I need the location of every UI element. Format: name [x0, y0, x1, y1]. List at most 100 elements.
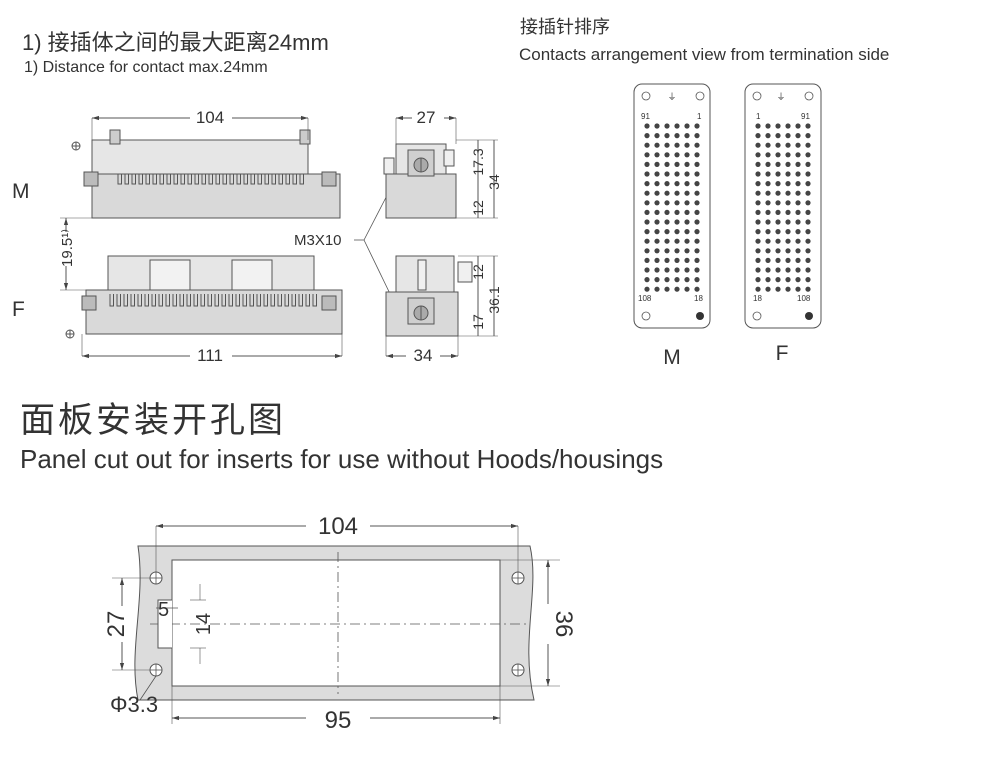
contact-pin	[755, 190, 761, 196]
contact-pin	[664, 123, 670, 129]
contact-pin	[654, 161, 660, 167]
contact-pin	[775, 209, 781, 215]
contact-pin	[684, 209, 690, 215]
contact-pin	[684, 248, 690, 254]
contact-pin	[644, 286, 650, 292]
contact-pin	[684, 200, 690, 206]
contact-pin	[755, 209, 761, 215]
contact-pin	[775, 267, 781, 273]
contact-pin	[795, 219, 801, 225]
contact-pin	[674, 257, 680, 263]
contact-pin	[664, 161, 670, 167]
contact-pin	[664, 257, 670, 263]
contact-pin	[805, 161, 811, 167]
contact-pin	[664, 142, 670, 148]
contact-pin	[755, 181, 761, 187]
contact-pin	[765, 277, 771, 283]
contact-pin	[765, 161, 771, 167]
contact-pin	[775, 219, 781, 225]
contact-pin	[674, 277, 680, 283]
contact-pin	[765, 209, 771, 215]
contact-pin	[775, 142, 781, 148]
contact-pin	[654, 181, 660, 187]
end-dim-f-total: 36.1	[486, 286, 502, 313]
contact-pin	[644, 133, 650, 139]
female-end-view	[385, 255, 473, 337]
contact-pin	[795, 257, 801, 263]
contact-pin	[644, 209, 650, 215]
contact-pin	[654, 200, 660, 206]
contact-pin	[694, 152, 700, 158]
contact-pin	[765, 229, 771, 235]
contact-pin	[795, 238, 801, 244]
contact-pin	[755, 219, 761, 225]
contact-pin	[674, 171, 680, 177]
contact-pin	[795, 181, 801, 187]
contact-pin	[785, 257, 791, 263]
male-pin-top-left: 91	[641, 112, 650, 121]
contact-pin	[674, 152, 680, 158]
contact-pin	[684, 219, 690, 225]
contact-pin	[785, 277, 791, 283]
contact-pin	[775, 238, 781, 244]
contact-pin	[755, 238, 761, 244]
contact-pin	[785, 133, 791, 139]
contact-pin	[664, 219, 670, 225]
arrangement-title-en: Contacts arrangement view from terminati…	[519, 45, 890, 64]
contact-pin	[694, 200, 700, 206]
contact-pin	[654, 286, 660, 292]
contact-pin	[654, 190, 660, 196]
contact-pin	[775, 181, 781, 187]
contact-pin	[795, 248, 801, 254]
contact-pin	[664, 229, 670, 235]
contact-pin	[654, 133, 660, 139]
contact-pin	[755, 171, 761, 177]
contact-pin	[795, 142, 801, 148]
contact-pin	[684, 142, 690, 148]
contact-pin	[775, 133, 781, 139]
contact-pin	[765, 142, 771, 148]
male-end-view	[383, 143, 457, 219]
contact-pin	[684, 277, 690, 283]
contact-pin	[674, 190, 680, 196]
contact-pin	[674, 161, 680, 167]
contact-pin	[795, 123, 801, 129]
contact-pin	[755, 142, 761, 148]
contact-pin	[644, 219, 650, 225]
contact-pin	[795, 277, 801, 283]
contact-pin	[765, 219, 771, 225]
contact-pin	[805, 190, 811, 196]
side-view	[60, 115, 343, 359]
contact-pin	[674, 209, 680, 215]
contact-pin	[775, 257, 781, 263]
cut-dim-offset: 5	[158, 599, 169, 621]
contact-pin	[755, 133, 761, 139]
female-pin-bottom-right: 108	[797, 294, 811, 303]
contact-pin	[674, 248, 680, 254]
contact-pin	[694, 181, 700, 187]
contact-pin	[694, 171, 700, 177]
contact-pin	[805, 286, 811, 292]
contact-pin	[765, 248, 771, 254]
contact-pin	[644, 248, 650, 254]
contact-pin	[674, 286, 680, 292]
contact-pin	[785, 267, 791, 273]
contact-pin	[765, 171, 771, 177]
contact-pin	[805, 152, 811, 158]
distance-note-cn: 1) 接插体之间的最大距离24mm	[22, 30, 329, 55]
contact-pin	[674, 123, 680, 129]
contact-pin	[765, 286, 771, 292]
contact-pin	[654, 123, 660, 129]
contact-pin	[785, 238, 791, 244]
contact-pin	[694, 209, 700, 215]
contact-pin	[795, 190, 801, 196]
female-contact-face: ⏚ 1 91 18 108	[744, 83, 822, 329]
contact-pin	[755, 277, 761, 283]
contact-pin	[785, 161, 791, 167]
contact-pin	[654, 238, 660, 244]
contact-pin	[785, 123, 791, 129]
contact-pin	[755, 161, 761, 167]
contact-pin	[664, 286, 670, 292]
contact-pin	[805, 257, 811, 263]
